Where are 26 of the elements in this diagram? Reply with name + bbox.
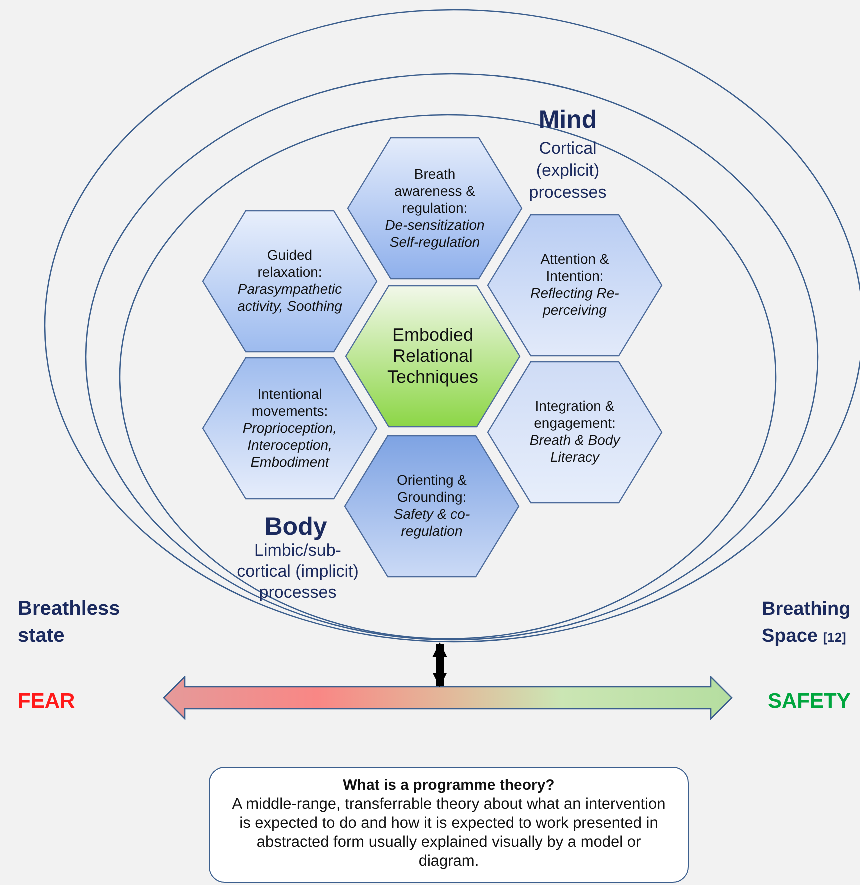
double-arrow	[432, 642, 448, 688]
spectrum-arrow	[163, 676, 733, 720]
box-text: A middle-range, transferrable theory about what an intervention is expected to do and how it is expected to work presented in abstracted form usually explained visually by a model or diagram.	[231, 795, 667, 871]
description-label: Limbic/sub-cortical (implicit) processes	[236, 540, 360, 603]
technique-detail: Breath & Body Literacy	[528, 432, 622, 466]
scale-end-label: FEAR	[18, 689, 76, 715]
hexagon-title: Embodied Relational Techniques	[386, 324, 480, 388]
technique-detail: Safety & co-regulation	[392, 506, 472, 540]
heading-label: Body	[264, 512, 328, 543]
technique-label: Attention & Intention:	[540, 251, 610, 285]
heading-label: Mind	[538, 105, 598, 136]
technique-label: Orienting & Grounding:	[396, 472, 468, 506]
technique-detail: Parasympathetic activity, Soothing	[236, 281, 344, 315]
state-label: Breathing Space [12]	[762, 598, 852, 649]
state-label: Breathless state	[18, 597, 122, 649]
box-title: What is a programme theory?	[343, 776, 555, 795]
technique-label: Integration & engagement:	[533, 398, 617, 432]
technique-label: Guided relaxation:	[256, 247, 324, 281]
description-label: Cortical (explicit) processes	[528, 138, 608, 204]
technique-label: Breath awareness & regulation:	[394, 166, 476, 216]
technique-detail: Proprioception, Interoception, Embodiment	[242, 420, 338, 470]
technique-detail: Reflecting Re-perceiving	[530, 285, 620, 319]
info-box	[209, 767, 689, 883]
technique-detail: De-sensitization Self-regulation	[384, 216, 486, 250]
scale-end-label: SAFETY	[768, 689, 851, 715]
technique-label: Intentional movements:	[250, 386, 330, 420]
